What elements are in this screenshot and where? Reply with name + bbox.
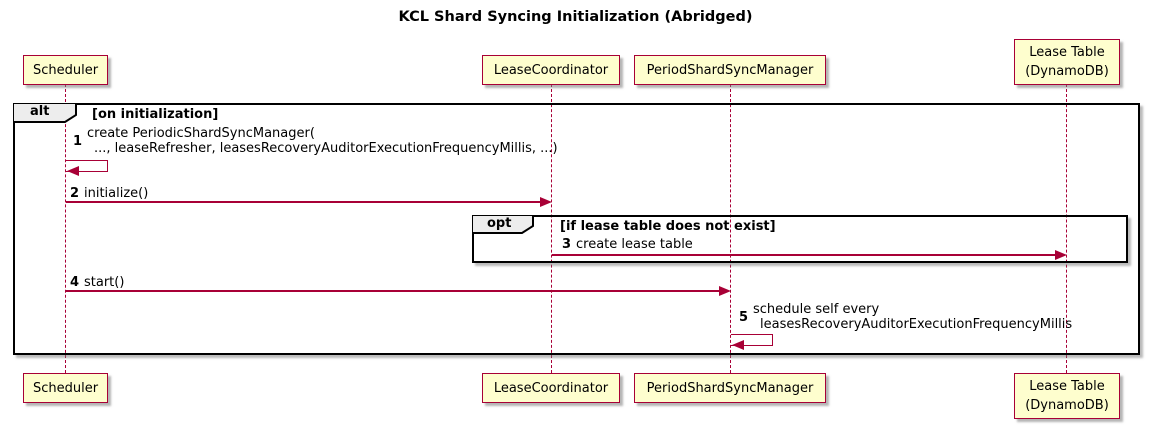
alt-frame-condition: [on initialization] (92, 107, 219, 122)
message-3-text: create lease table (576, 237, 693, 252)
participant-scheduler-bottom: Scheduler (23, 373, 108, 403)
opt-frame-label: opt (471, 214, 534, 238)
message-2-number: 2 (70, 186, 80, 201)
participant-label-line2: (DynamoDB) (1025, 64, 1109, 79)
diagram-title: KCL Shard Syncing Initialization (Abridg… (398, 9, 753, 25)
message-1-number: 1 (73, 134, 83, 149)
lease-coordinator-lifeline (551, 84, 552, 373)
message-3-arrowhead-icon (1055, 250, 1067, 260)
participant-label: Scheduler (32, 62, 99, 78)
participant-scheduler-top: Scheduler (23, 55, 108, 85)
message-1-text-line2: ..., leaseRefresher, leasesRecoveryAudit… (94, 141, 558, 156)
message-3-line (552, 254, 1056, 256)
message-5-arrowhead-icon (732, 340, 744, 350)
participant-label-line1: Lease Table (1029, 45, 1105, 60)
message-5-text-line1: schedule self every (753, 302, 880, 317)
message-5-number: 5 (739, 310, 749, 325)
participant-period-shard-sync-manager-bottom: PeriodShardSyncManager (634, 373, 826, 403)
participant-label: Scheduler (32, 380, 99, 396)
alt-frame-label: alt (12, 102, 77, 127)
message-5-text-line2: leasesRecoveryAuditorExecutionFrequencyM… (760, 317, 1073, 332)
message-5-self-loop (731, 334, 773, 346)
opt-frame: opt [if lease table does not exist] (471, 214, 1128, 263)
message-2-arrowhead-icon (540, 197, 552, 207)
participant-label: LeaseCoordinator (493, 380, 609, 396)
participant-label: PeriodShardSyncManager (646, 62, 814, 78)
message-1-arrowhead-icon (67, 166, 79, 176)
opt-frame-condition: [if lease table does not exist] (560, 219, 776, 234)
message-3-number: 3 (562, 237, 572, 252)
participant-period-shard-sync-manager-top: PeriodShardSyncManager (634, 55, 826, 85)
participant-label-line1: Lease Table (1029, 379, 1105, 394)
period-shard-sync-manager-lifeline (730, 84, 731, 373)
opt-frame-pentagon-icon (471, 214, 534, 234)
opt-frame-keyword: opt (487, 216, 512, 231)
scheduler-lifeline (65, 84, 66, 373)
message-2-text: initialize() (84, 186, 149, 201)
alt-frame-pentagon-icon (12, 102, 77, 123)
participant-lease-table-top: Lease Table (DynamoDB) (1014, 39, 1120, 85)
message-4-arrowhead-icon (719, 286, 731, 296)
message-4-number: 4 (70, 275, 80, 290)
participant-lease-coordinator-bottom: LeaseCoordinator (482, 373, 620, 403)
message-4-text: start() (84, 275, 125, 290)
participant-label: LeaseCoordinator (493, 62, 609, 78)
participant-lease-table-bottom: Lease Table (DynamoDB) (1014, 373, 1120, 419)
alt-frame-keyword: alt (30, 104, 50, 119)
participant-lease-coordinator-top: LeaseCoordinator (482, 55, 620, 85)
participant-label: PeriodShardSyncManager (646, 380, 814, 396)
participant-label-line2: (DynamoDB) (1025, 398, 1109, 413)
lease-table-lifeline (1066, 84, 1067, 373)
message-4-line (66, 290, 719, 292)
alt-frame: alt [on initialization] (12, 102, 1140, 355)
message-1-text-line1: create PeriodicShardSyncManager( (87, 126, 315, 141)
message-1-self-loop (66, 160, 108, 172)
message-2-line (66, 201, 541, 203)
